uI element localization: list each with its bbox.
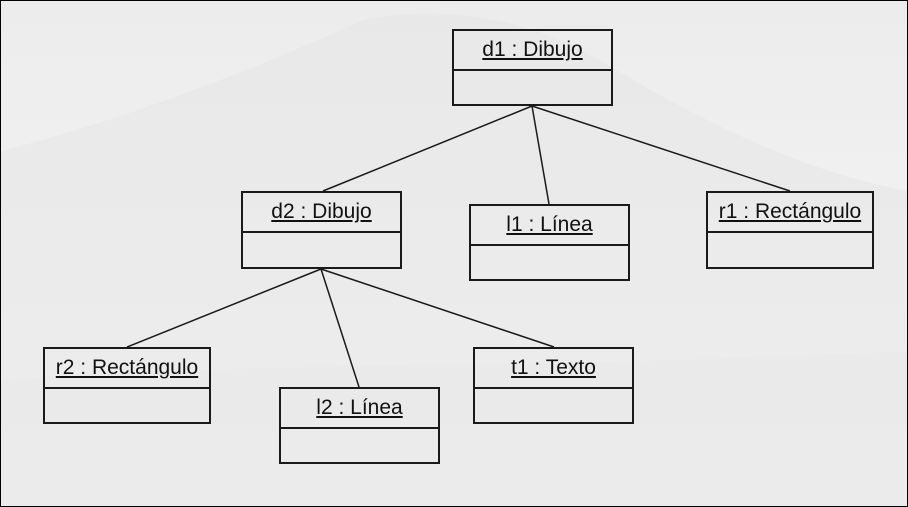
object-box-t1[interactable]: t1 : Texto <box>473 347 634 424</box>
object-name-d2: d2 : Dibujo <box>243 193 400 233</box>
object-attributes-l1 <box>471 246 628 280</box>
object-attributes-r2 <box>45 389 209 423</box>
object-attributes-r1 <box>708 233 872 267</box>
link-d1-l1 <box>531 105 550 205</box>
object-box-l1[interactable]: l1 : Línea <box>469 204 630 281</box>
link-d1-r1 <box>531 105 791 192</box>
object-name-l2: l2 : Línea <box>281 389 438 429</box>
object-attributes-l2 <box>281 429 438 463</box>
object-name-r2: r2 : Rectángulo <box>45 349 209 389</box>
object-box-d1[interactable]: d1 : Dibujo <box>452 29 613 106</box>
object-attributes-t1 <box>475 389 632 423</box>
object-attributes-d2 <box>243 233 400 267</box>
object-box-r1[interactable]: r1 : Rectángulo <box>706 191 874 269</box>
object-name-t1: t1 : Texto <box>475 349 632 389</box>
link-d2-t1 <box>320 268 555 348</box>
link-d2-r2 <box>126 268 322 348</box>
object-name-r1: r1 : Rectángulo <box>708 193 872 233</box>
object-box-r2[interactable]: r2 : Rectángulo <box>43 347 211 424</box>
object-box-l2[interactable]: l2 : Línea <box>279 387 440 464</box>
object-name-l1: l1 : Línea <box>471 206 628 246</box>
link-d1-d2 <box>322 105 533 192</box>
link-d2-l2 <box>320 268 360 388</box>
object-attributes-d1 <box>454 71 611 105</box>
object-name-d1: d1 : Dibujo <box>454 31 611 71</box>
object-box-d2[interactable]: d2 : Dibujo <box>241 191 402 269</box>
